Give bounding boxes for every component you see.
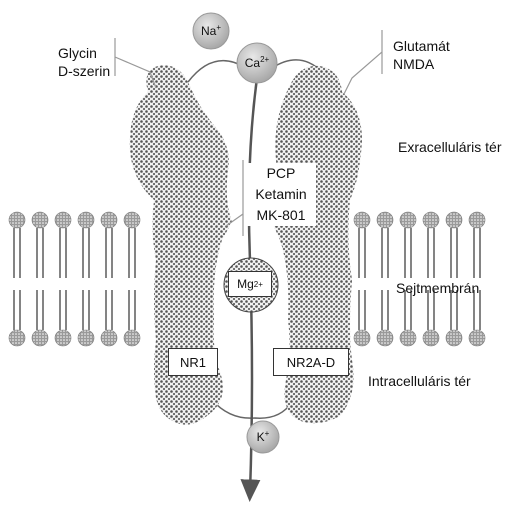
lipid-tail bbox=[13, 290, 21, 330]
lipid-head bbox=[422, 329, 440, 347]
lipid-head bbox=[31, 211, 49, 229]
lipid-tail bbox=[105, 228, 113, 278]
lipid-head bbox=[77, 329, 95, 347]
lipid-tail bbox=[381, 228, 389, 278]
lipid-tail bbox=[59, 228, 67, 278]
lipid-head bbox=[422, 211, 440, 229]
channel-blocker-label: PCP Ketamin MK-801 bbox=[246, 163, 316, 226]
lipid-tail bbox=[427, 290, 435, 330]
nr2-label-box: NR2A-D bbox=[273, 348, 349, 376]
lipid-tail bbox=[358, 290, 366, 330]
lipid-head bbox=[54, 329, 72, 347]
lipid-head bbox=[353, 211, 371, 229]
lipid-tail bbox=[36, 290, 44, 330]
membrane-right bbox=[353, 211, 486, 347]
membrane-label: Sejtmembrán bbox=[396, 280, 480, 296]
lipid-tail bbox=[13, 228, 21, 278]
lipid-tail bbox=[36, 228, 44, 278]
lipid-tail bbox=[105, 290, 113, 330]
lipid-head bbox=[399, 329, 417, 347]
lipid-tail bbox=[82, 290, 90, 330]
na-ion-label: Na+ bbox=[200, 23, 221, 38]
lipid-tail bbox=[82, 228, 90, 278]
glycine-bracket bbox=[114, 38, 157, 89]
lipid-tail bbox=[427, 228, 435, 278]
glutamate-bracket bbox=[343, 30, 383, 95]
lipid-tail bbox=[404, 228, 412, 278]
lipid-head bbox=[77, 211, 95, 229]
lipid-head bbox=[399, 211, 417, 229]
lipid-head bbox=[468, 329, 486, 347]
lipid-tail bbox=[404, 290, 412, 330]
lipid-head bbox=[468, 211, 486, 229]
glutamate-site-label: Glutamát NMDA bbox=[393, 38, 450, 72]
lipid-head bbox=[8, 329, 26, 347]
extracellular-label: Exracelluláris tér bbox=[398, 139, 502, 155]
lipid-tail bbox=[59, 290, 67, 330]
lipid-head bbox=[123, 329, 141, 347]
ca-ion-circle bbox=[236, 42, 278, 84]
na-ion-circle bbox=[192, 12, 230, 50]
lipid-tail bbox=[381, 290, 389, 330]
lipid-tail bbox=[450, 228, 458, 278]
lipid-head bbox=[54, 211, 72, 229]
bottom-loop bbox=[211, 399, 293, 419]
blocker-bracket bbox=[225, 160, 244, 236]
nr1-subunit-shape bbox=[129, 65, 232, 425]
lipid-head bbox=[123, 211, 141, 229]
nr2-subunit-shape bbox=[272, 65, 362, 424]
lipid-tail bbox=[473, 228, 481, 278]
ca-ion-label: Ca2+ bbox=[244, 55, 270, 70]
lipid-head bbox=[445, 211, 463, 229]
lipid-head bbox=[376, 329, 394, 347]
lipid-tail bbox=[358, 228, 366, 278]
lipid-tail bbox=[128, 290, 136, 330]
glycine-site-label: Glycin D-szerin bbox=[58, 45, 111, 79]
lipid-head bbox=[100, 211, 118, 229]
lipid-head bbox=[445, 329, 463, 347]
membrane-left bbox=[8, 211, 141, 347]
nr1-label-box: NR1 bbox=[168, 348, 218, 376]
lipid-head bbox=[353, 329, 371, 347]
k-ion-label: K+ bbox=[256, 429, 270, 444]
lipid-tail bbox=[450, 290, 458, 330]
lipid-head bbox=[100, 329, 118, 347]
lipid-head bbox=[376, 211, 394, 229]
lipid-tail bbox=[473, 290, 481, 330]
lipid-tail bbox=[128, 228, 136, 278]
intracellular-label: Intracelluláris tér bbox=[368, 373, 471, 389]
k-ion-circle bbox=[246, 420, 280, 454]
lipid-head bbox=[31, 329, 49, 347]
lipid-head bbox=[8, 211, 26, 229]
